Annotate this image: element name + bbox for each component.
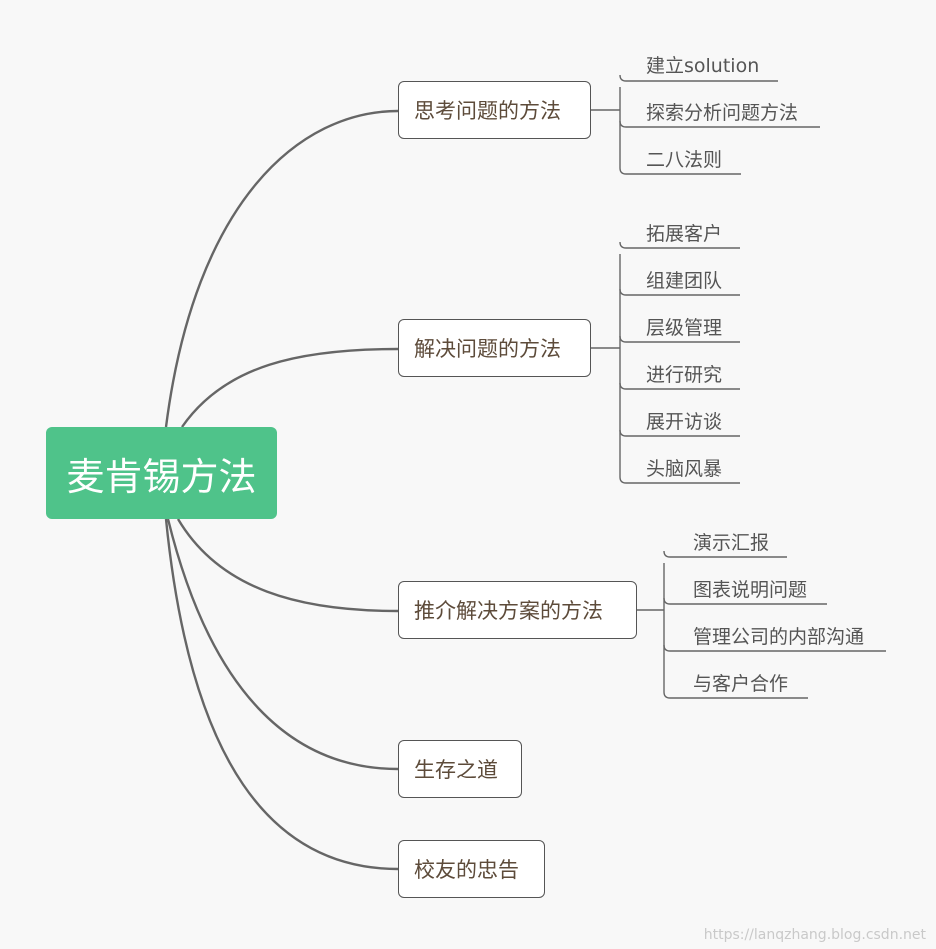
leaf-label: 层级管理 bbox=[646, 317, 723, 339]
leaf-underline bbox=[663, 644, 886, 652]
leaf-label: 与客户合作 bbox=[693, 673, 789, 695]
branch-node-alumni-advice[interactable]: 校友的忠告 bbox=[398, 840, 545, 898]
leaf-underline bbox=[619, 241, 740, 249]
leaf-label: 头脑风暴 bbox=[646, 458, 723, 480]
branch-node-thinking[interactable]: 思考问题的方法 bbox=[398, 81, 591, 139]
branch-label: 思考问题的方法 bbox=[414, 99, 561, 123]
leaf-underline bbox=[663, 691, 808, 699]
watermark: https://lanqzhang.blog.csdn.net bbox=[703, 927, 926, 943]
leaf-underline bbox=[619, 335, 740, 343]
branch-node-survival[interactable]: 生存之道 bbox=[398, 740, 522, 798]
leaf-label: 探索分析问题方法 bbox=[646, 102, 799, 124]
leaf-label: 建立solution bbox=[646, 55, 760, 77]
leaf-label: 图表说明问题 bbox=[693, 579, 808, 601]
root-branch-link bbox=[166, 518, 399, 771]
root-branch-link bbox=[181, 347, 399, 428]
leaf-node[interactable]: 组建团队 bbox=[646, 268, 722, 294]
root-branch-link bbox=[164, 109, 399, 428]
leaf-label: 组建团队 bbox=[646, 270, 723, 292]
branch-label: 推介解决方案的方法 bbox=[414, 599, 603, 623]
leaf-node[interactable]: 探索分析问题方法 bbox=[646, 100, 798, 126]
root-branch-link bbox=[164, 518, 399, 871]
leaf-node[interactable]: 管理公司的内部沟通 bbox=[693, 624, 864, 650]
leaf-node[interactable]: 进行研究 bbox=[646, 362, 722, 388]
root-branch-link bbox=[176, 518, 399, 613]
leaf-underline bbox=[619, 476, 740, 484]
leaf-node[interactable]: 层级管理 bbox=[646, 315, 722, 341]
leaf-label: 二八法则 bbox=[646, 149, 723, 171]
leaf-underline bbox=[619, 429, 740, 437]
branch-node-pitching[interactable]: 推介解决方案的方法 bbox=[398, 581, 637, 639]
leaf-label: 进行研究 bbox=[646, 364, 723, 386]
leaf-underline bbox=[619, 382, 740, 390]
leaf-label: 拓展客户 bbox=[646, 223, 723, 245]
leaf-label: 展开访谈 bbox=[646, 411, 723, 433]
branch-label: 解决问题的方法 bbox=[414, 337, 561, 361]
leaf-underline bbox=[619, 167, 741, 175]
leaf-underline bbox=[619, 120, 820, 128]
leaf-node[interactable]: 展开访谈 bbox=[646, 409, 722, 435]
root-label: 麦肯锡方法 bbox=[66, 454, 257, 499]
leaf-node[interactable]: 图表说明问题 bbox=[693, 577, 807, 603]
branch-label: 生存之道 bbox=[414, 758, 498, 782]
leaf-underline bbox=[619, 74, 778, 82]
leaf-node[interactable]: 演示汇报 bbox=[693, 530, 769, 556]
leaf-label: 演示汇报 bbox=[693, 532, 770, 554]
leaf-node[interactable]: 头脑风暴 bbox=[646, 456, 722, 482]
leaf-node[interactable]: 拓展客户 bbox=[646, 221, 722, 247]
leaf-node[interactable]: 二八法则 bbox=[646, 147, 722, 173]
branch-label: 校友的忠告 bbox=[414, 858, 519, 882]
leaf-underline bbox=[663, 597, 827, 605]
leaf-underline bbox=[619, 288, 740, 296]
branch-node-solving[interactable]: 解决问题的方法 bbox=[398, 319, 591, 377]
root-node[interactable]: 麦肯锡方法 bbox=[46, 427, 277, 519]
leaf-node[interactable]: 与客户合作 bbox=[693, 671, 788, 697]
leaf-underline bbox=[663, 550, 787, 558]
leaf-node[interactable]: 建立solution bbox=[646, 53, 759, 79]
leaf-label: 管理公司的内部沟通 bbox=[693, 626, 865, 648]
